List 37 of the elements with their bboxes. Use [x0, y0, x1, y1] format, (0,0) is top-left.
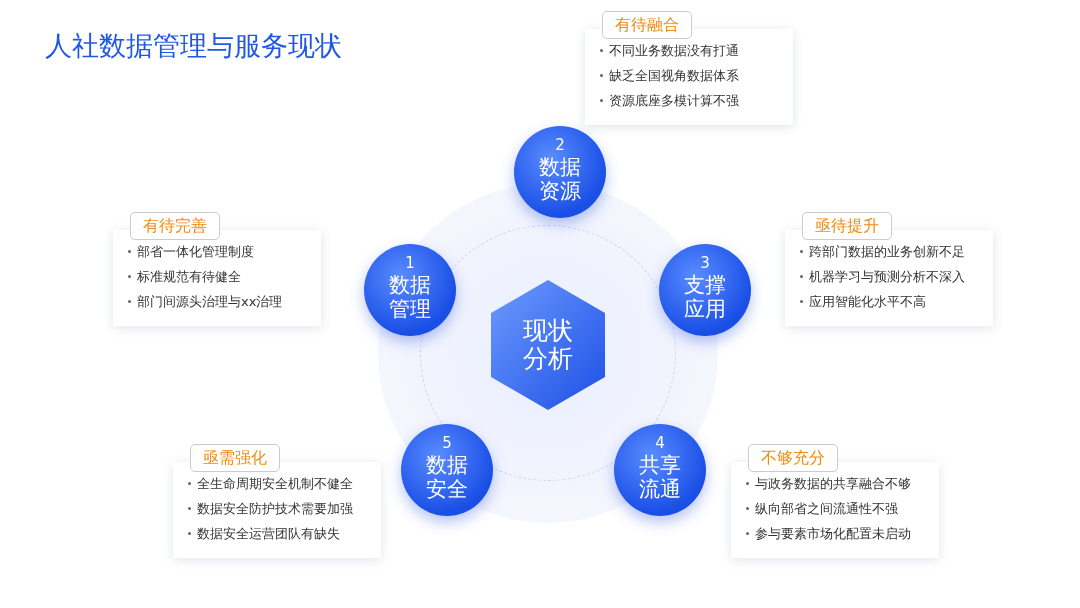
step-number: 1	[404, 254, 416, 272]
bullet-item: 跨部门数据的业务创新不足	[809, 243, 965, 260]
bullet-item: 部省一体化管理制度	[137, 243, 254, 260]
bullet-item: 纵向部省之间流通性不强	[755, 500, 898, 517]
bullet-item: 不同业务数据没有打通	[609, 42, 739, 59]
heading-tag: 不够充分	[748, 444, 838, 472]
bullet-item: 标准规范有待健全	[137, 268, 241, 285]
step-number: 5	[441, 434, 453, 452]
bullet-item: 机器学习与预测分析不深入	[809, 268, 965, 285]
bullet-item: 数据安全防护技术需要加强	[197, 500, 353, 517]
bullet-item: 参与要素市场化配置未启动	[755, 525, 911, 542]
bullet-item: 与政务数据的共享融合不够	[755, 475, 911, 492]
node-label: 数据资源	[538, 155, 582, 203]
node-label: 数据安全	[425, 453, 469, 501]
node-label: 共享流通	[638, 453, 682, 501]
circle-node	[364, 244, 456, 336]
heading-tag: 亟需强化	[190, 444, 280, 472]
step-number: 2	[554, 136, 566, 154]
node-label: 数据管理	[388, 273, 432, 321]
bullet-item: 数据安全运营团队有缺失	[197, 525, 340, 542]
node-label: 支撑应用	[683, 273, 727, 321]
step-number: 4	[654, 434, 666, 452]
bullet-item: 资源底座多模计算不强	[609, 92, 739, 109]
step-number: 3	[699, 254, 711, 272]
page-title: 人社数据管理与服务现状	[45, 29, 342, 63]
circle-node	[514, 126, 606, 218]
heading-tag: 亟待提升	[802, 212, 892, 240]
hexagon-node	[489, 278, 607, 412]
circle-node	[659, 244, 751, 336]
heading-tag: 有待融合	[602, 11, 692, 39]
bullet-item: 缺乏全国视角数据体系	[609, 67, 739, 84]
heading-tag: 有待完善	[130, 212, 220, 240]
bullet-item: 全生命周期安全机制不健全	[197, 475, 353, 492]
bullet-item: 部门间源头治理与xx治理	[137, 293, 283, 310]
bullet-item: 应用智能化水平不高	[809, 293, 926, 310]
circle-node	[614, 424, 706, 516]
node-label: 现状分析	[522, 317, 574, 373]
